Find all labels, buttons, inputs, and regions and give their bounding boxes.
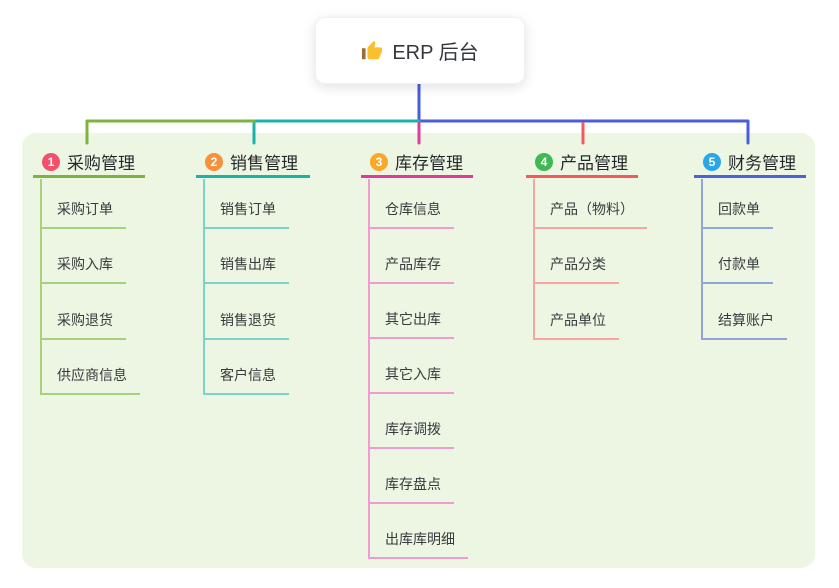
branch-label: 财务管理 <box>728 154 796 173</box>
node-sales-outbound[interactable]: 销售出库 <box>203 254 289 284</box>
branch-label: 销售管理 <box>230 154 298 173</box>
branch-title-inventory[interactable]: 3 库存管理 <box>361 148 473 178</box>
node-stock-transfer[interactable]: 库存调拨 <box>368 419 454 449</box>
badge-5: 5 <box>703 152 721 171</box>
node-customer-info[interactable]: 客户信息 <box>203 365 289 395</box>
badge-3: 3 <box>370 152 388 171</box>
badge-4: 4 <box>535 152 553 171</box>
root-node-erp-backend[interactable]: ERP 后台 <box>315 17 525 84</box>
branch-title-purchase[interactable]: 1 采购管理 <box>33 148 145 178</box>
branch-childline-inventory <box>368 179 370 559</box>
node-sales-return[interactable]: 销售退货 <box>203 310 289 340</box>
node-payment-bill[interactable]: 付款单 <box>701 254 773 284</box>
node-product-category[interactable]: 产品分类 <box>533 254 619 284</box>
node-purchase-return[interactable]: 采购退货 <box>40 310 126 340</box>
branch-title-finance[interactable]: 5 财务管理 <box>694 148 806 178</box>
node-purchase-inbound[interactable]: 采购入库 <box>40 254 126 284</box>
branch-label: 产品管理 <box>560 154 628 173</box>
node-other-outbound[interactable]: 其它出库 <box>368 309 454 339</box>
node-warehouse-info[interactable]: 仓库信息 <box>368 199 454 229</box>
badge-2: 2 <box>205 152 223 171</box>
branch-label: 采购管理 <box>67 154 135 173</box>
node-outbound-detail[interactable]: 出库库明细 <box>368 529 468 559</box>
branch-title-product[interactable]: 4 产品管理 <box>526 148 638 178</box>
badge-1: 1 <box>42 152 60 171</box>
branch-label: 库存管理 <box>395 154 463 173</box>
node-sales-order[interactable]: 销售订单 <box>203 199 289 229</box>
branch-childline-finance <box>701 179 703 340</box>
branch-childline-product <box>533 179 535 340</box>
node-receipt-bill[interactable]: 回款单 <box>701 199 773 229</box>
thumbs-up-icon <box>361 40 383 62</box>
branch-childline-purchase <box>40 179 42 395</box>
node-purchase-order[interactable]: 采购订单 <box>40 199 126 229</box>
branch-childline-sales <box>203 179 205 395</box>
node-settlement-account[interactable]: 结算账户 <box>701 310 787 340</box>
node-product-material[interactable]: 产品（物料） <box>533 199 647 229</box>
branches-background-panel <box>22 133 815 568</box>
node-supplier-info[interactable]: 供应商信息 <box>40 365 140 395</box>
node-stock-count[interactable]: 库存盘点 <box>368 474 454 504</box>
node-product-stock[interactable]: 产品库存 <box>368 254 454 284</box>
root-node-label: ERP 后台 <box>392 42 479 64</box>
branch-title-sales[interactable]: 2 销售管理 <box>196 148 310 178</box>
node-other-inbound[interactable]: 其它入库 <box>368 364 454 394</box>
node-product-unit[interactable]: 产品单位 <box>533 310 619 340</box>
